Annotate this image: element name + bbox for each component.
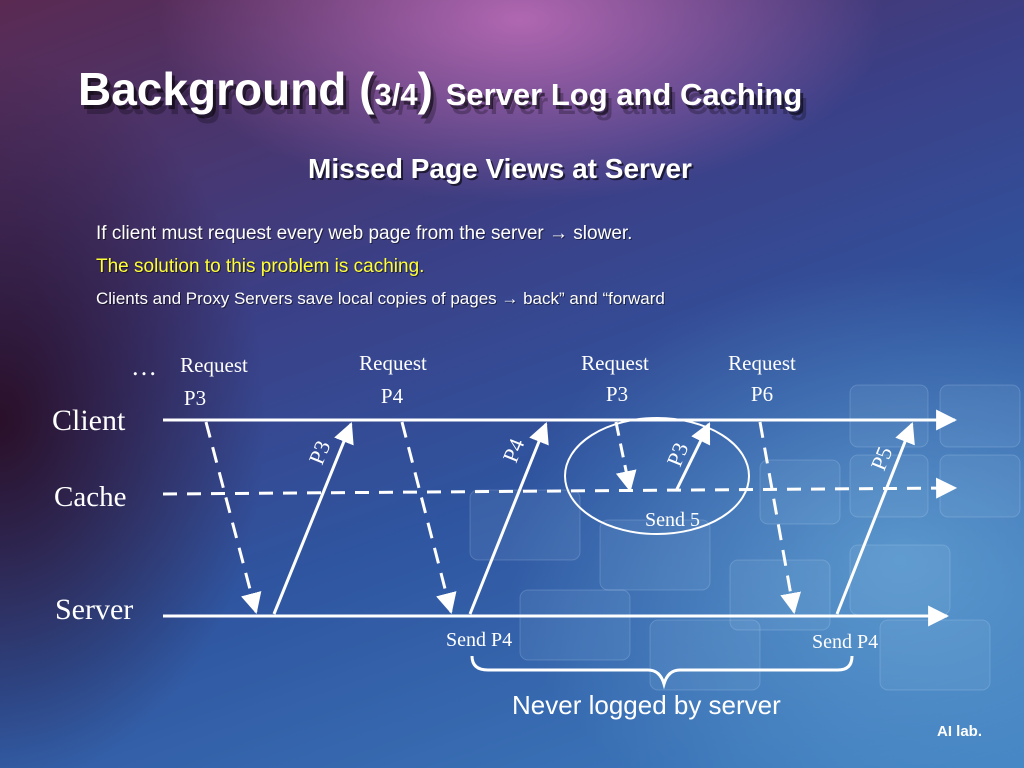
lane-label-server: Server	[55, 593, 133, 626]
request-label-1-line1: Request	[180, 353, 248, 377]
request-arrow-1	[204, 421, 262, 615]
response-label-2: P4	[497, 435, 529, 466]
bullet-2: The solution to this problem is caching.	[96, 256, 425, 277]
slide-title: Background (3/4) Server Log and Caching	[78, 62, 802, 116]
request-arrow-4	[758, 421, 802, 615]
request-label-1-line2: P3	[184, 386, 206, 410]
cache-hit-ellipse	[564, 417, 750, 535]
request-label-3-line1: Request	[581, 351, 649, 375]
brace	[470, 655, 854, 690]
footer-lab: AI lab.	[937, 723, 983, 740]
bullet-3: Clients and Proxy Servers save local cop…	[96, 289, 665, 308]
slide-subtitle: Missed Page Views at Server	[308, 153, 692, 184]
response-arrow-3	[674, 422, 711, 492]
send-label-2: Send 5	[645, 509, 700, 531]
response-arrow-4	[835, 422, 915, 615]
request-label-2-line2: P4	[381, 384, 404, 408]
title-fraction: 3/4	[374, 77, 418, 112]
request-arrow-3	[614, 421, 637, 493]
request-label-3-line2: P3	[606, 382, 628, 406]
send-label-1: Send P4	[446, 629, 512, 651]
response-arrow-1	[272, 422, 354, 615]
title-main: Background (	[78, 63, 375, 115]
title-close: )	[417, 63, 433, 115]
never-logged-note: Never logged by server	[512, 690, 781, 720]
lane-label-client: Client	[52, 404, 126, 437]
response-arrow-2	[468, 422, 549, 615]
request-arrow-2	[400, 421, 457, 615]
lane-label-cache: Cache	[54, 481, 126, 513]
request-label-4-line2: P6	[751, 382, 773, 406]
request-label-4-line1: Request	[728, 351, 796, 375]
cache-timeline	[162, 477, 958, 499]
bullet-1: If client must request every web page fr…	[96, 223, 633, 244]
send-label-3: Send P4	[812, 631, 878, 653]
response-label-1: P3	[303, 437, 335, 468]
request-label-2-line1: Request	[359, 351, 427, 375]
ellipsis: …	[131, 352, 157, 381]
title-topic: Server Log and Caching	[445, 77, 803, 112]
